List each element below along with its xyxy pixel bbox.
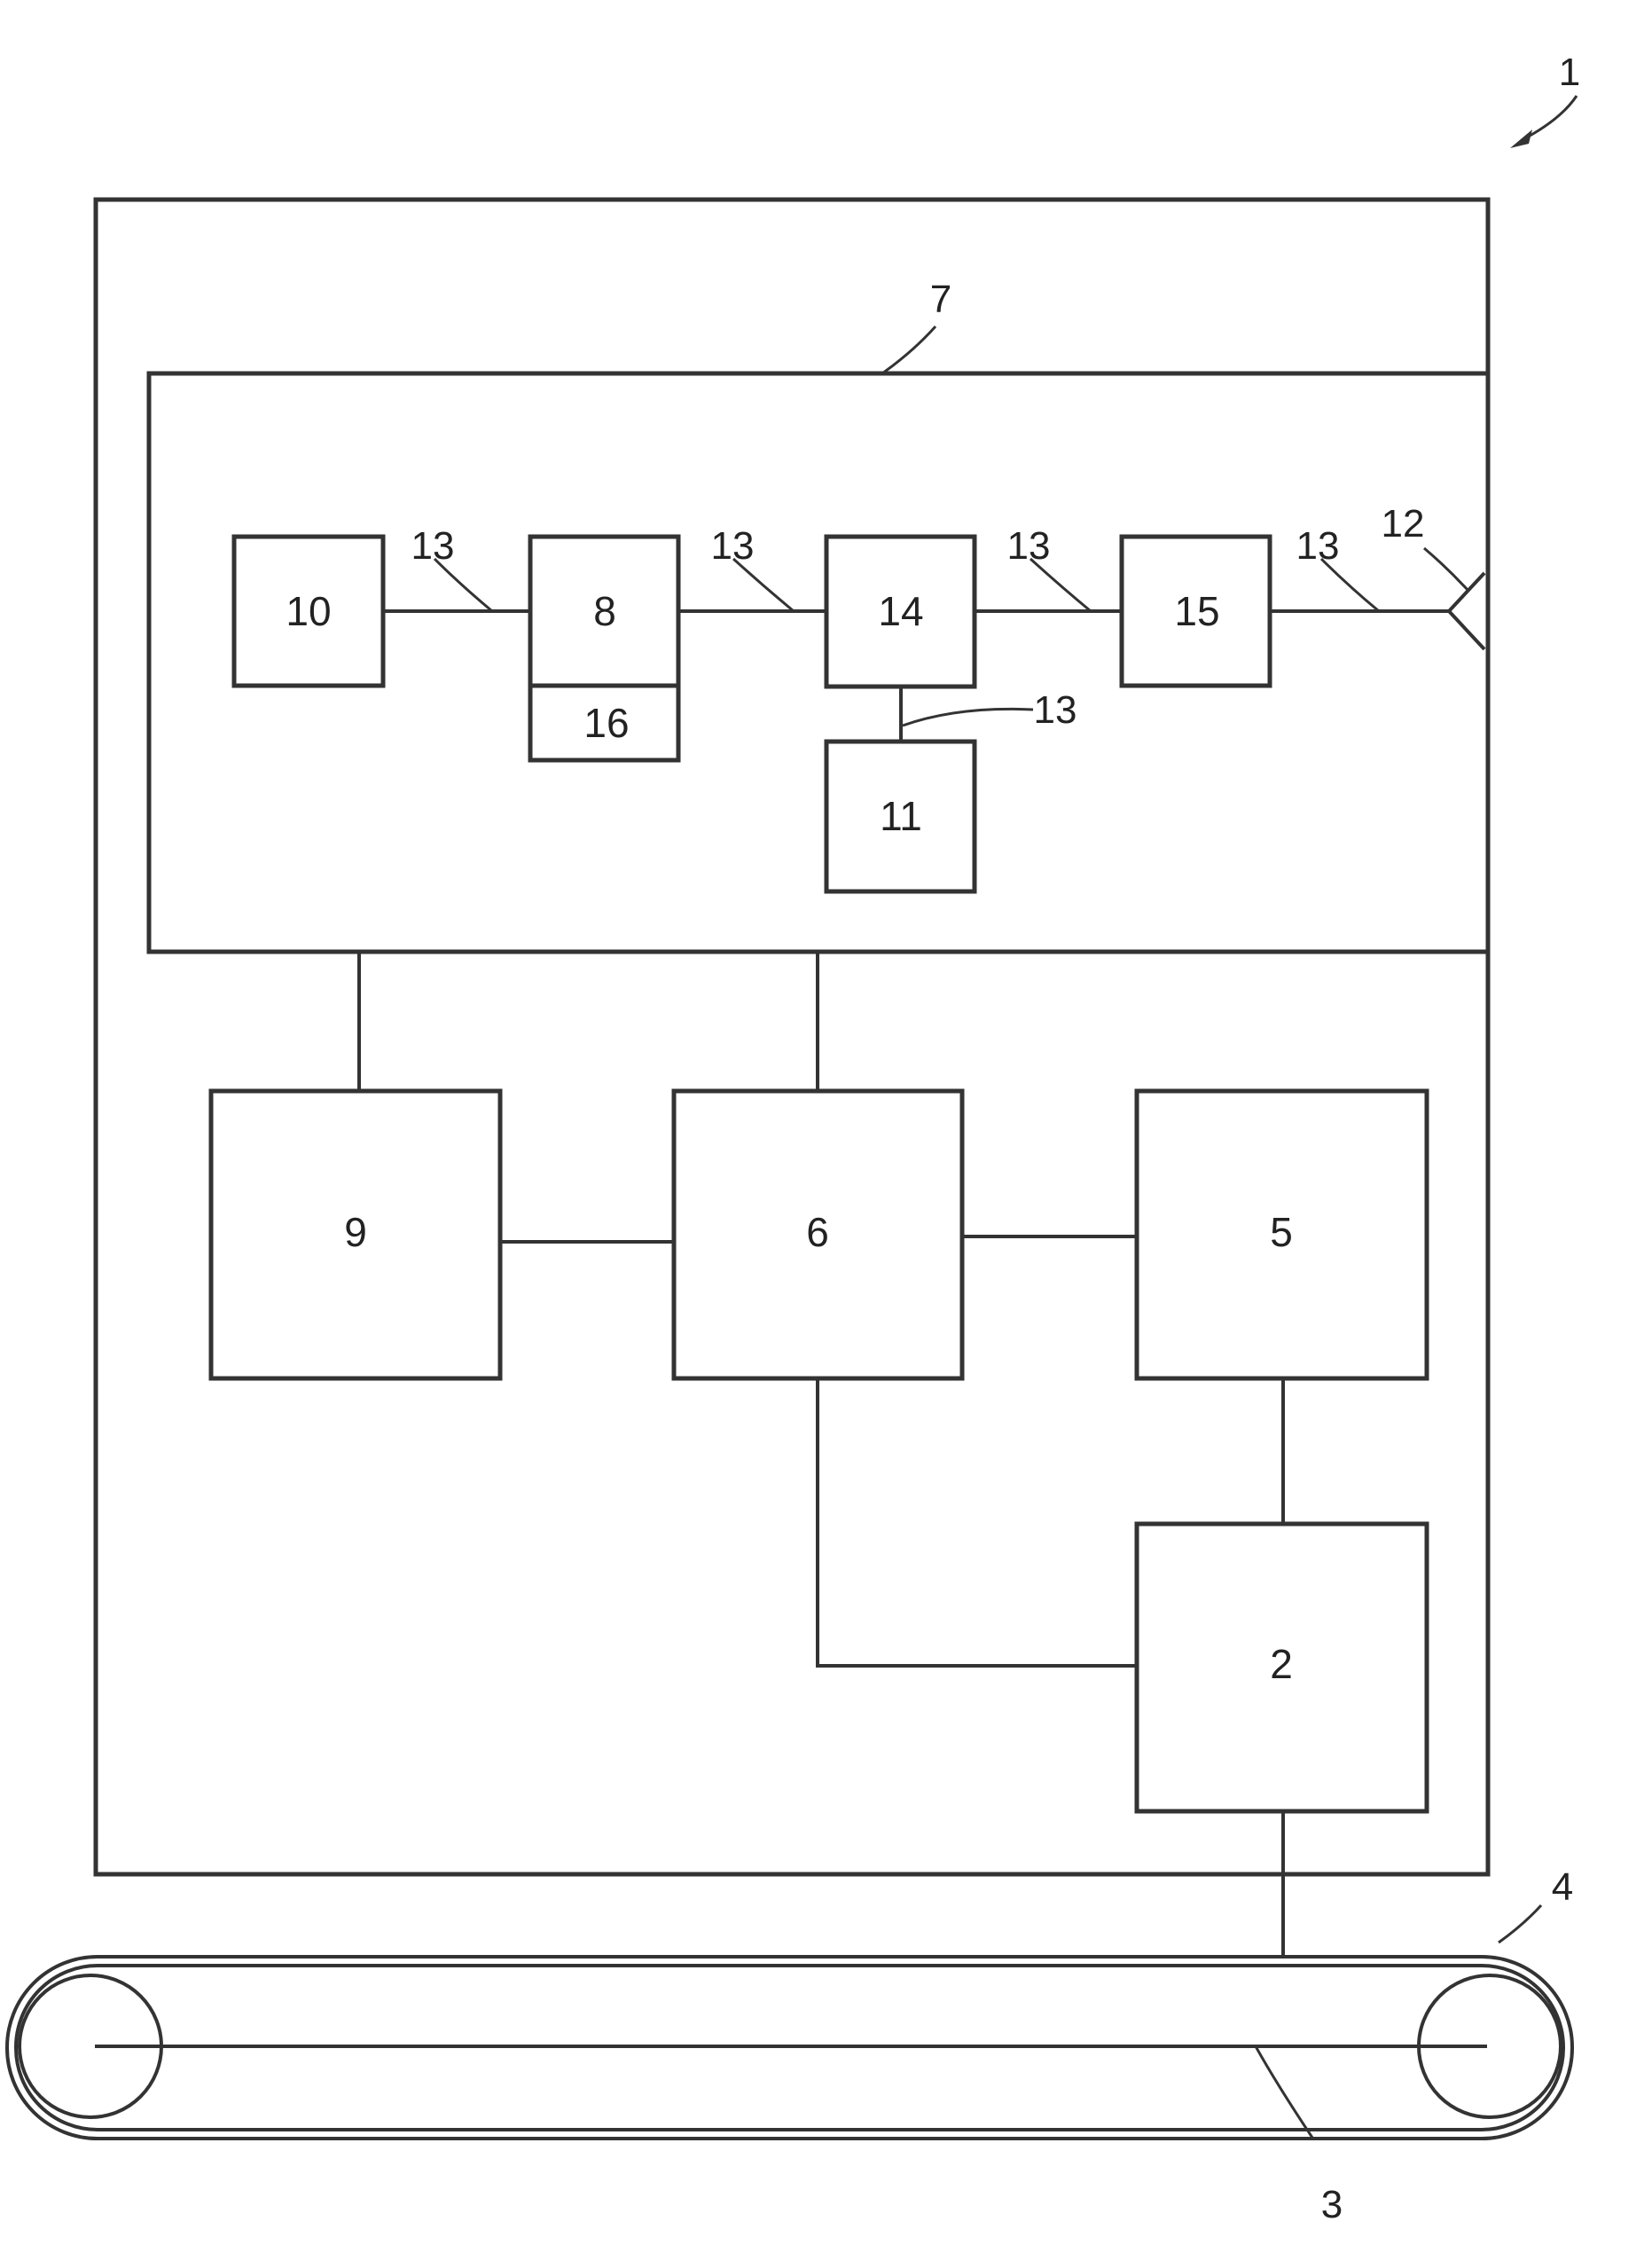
leader-4 bbox=[1499, 1905, 1541, 1943]
block-15-label: 15 bbox=[1174, 588, 1219, 634]
block-10-label: 10 bbox=[286, 588, 331, 634]
ref-label-4: 4 bbox=[1552, 1865, 1573, 1909]
ref-label-1: 1 bbox=[1559, 51, 1580, 94]
leader-3 bbox=[1256, 2046, 1312, 2138]
block-14-label: 14 bbox=[878, 588, 923, 634]
ref-label-13-b: 13 bbox=[711, 524, 755, 568]
block-5-label: 5 bbox=[1270, 1209, 1293, 1255]
block-2-label: 2 bbox=[1270, 1641, 1293, 1687]
block-16-label: 16 bbox=[583, 700, 629, 746]
block-11-label: 11 bbox=[880, 793, 922, 839]
block-9-label: 9 bbox=[344, 1209, 367, 1255]
arrowhead-icon bbox=[1510, 130, 1532, 148]
ref-label-13-e: 13 bbox=[1034, 688, 1077, 732]
block-6-label: 6 bbox=[806, 1209, 829, 1255]
ref-label-13-a: 13 bbox=[411, 524, 455, 568]
ref-label-13-c: 13 bbox=[1007, 524, 1051, 568]
block-8-label: 8 bbox=[593, 588, 616, 634]
ref-label-3: 3 bbox=[1321, 2183, 1343, 2226]
ref-label-13-d: 13 bbox=[1296, 524, 1340, 568]
ref-label-12: 12 bbox=[1382, 502, 1425, 546]
ref-label-7: 7 bbox=[930, 278, 951, 321]
